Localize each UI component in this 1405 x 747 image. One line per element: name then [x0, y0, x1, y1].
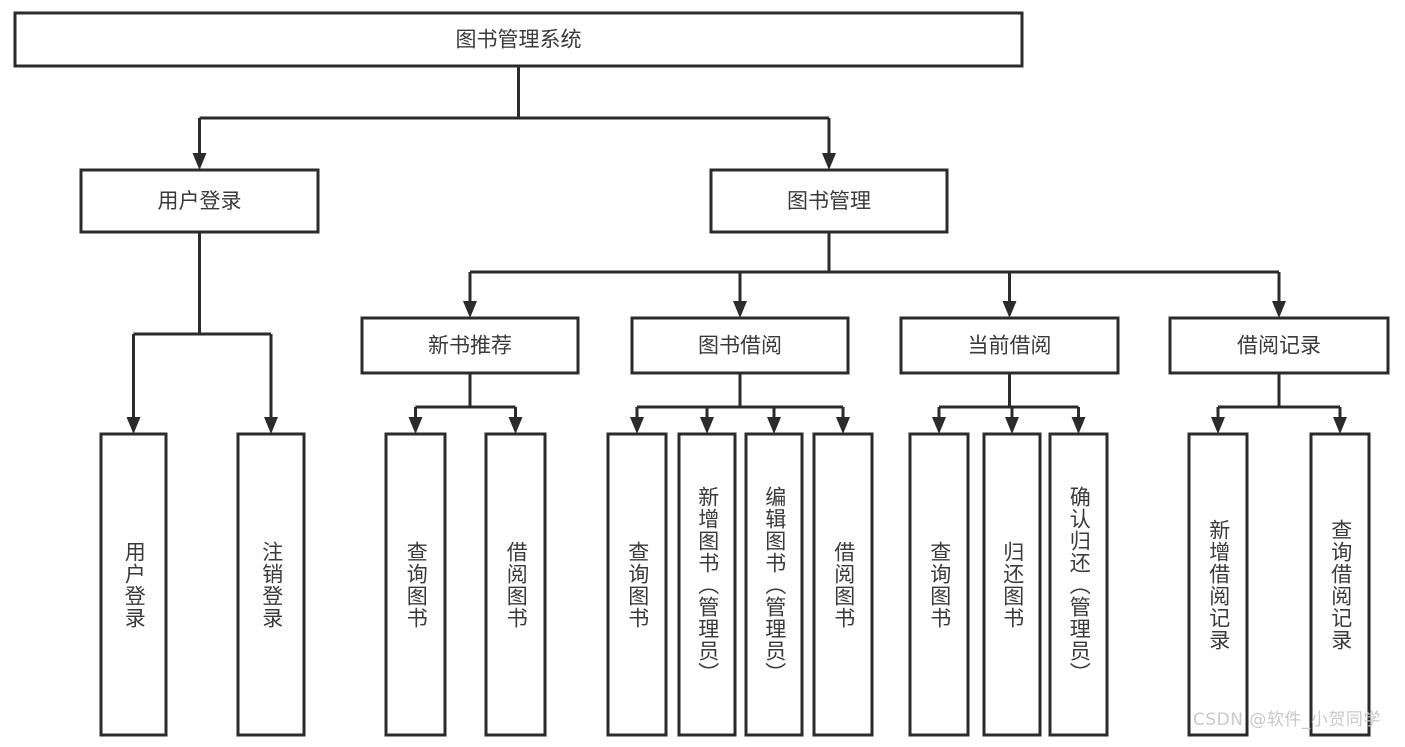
arrow-head-icon	[700, 417, 714, 434]
arrow-head-icon	[630, 417, 644, 434]
edges-layer	[126, 66, 1347, 434]
node-图书管理[interactable]: 图书管理	[709, 168, 949, 234]
leaf-10[interactable]	[1048, 432, 1109, 737]
node-label: 当前借阅	[968, 334, 1052, 358]
arrow-head-icon	[463, 301, 477, 318]
node-label: 图书管理	[787, 189, 871, 213]
leaf-0[interactable]	[99, 432, 168, 737]
arrow-head-icon	[822, 153, 836, 170]
arrow-head-icon	[1333, 417, 1347, 434]
leaf-3[interactable]	[484, 432, 547, 737]
leaf-7[interactable]	[812, 432, 874, 737]
leaf-5[interactable]	[677, 432, 737, 737]
arrow-head-icon	[1002, 301, 1017, 318]
arrow-head-icon	[408, 417, 423, 434]
node-label: 图书借阅	[698, 334, 782, 358]
arrow-head-icon	[264, 417, 278, 434]
node-图书管理系统[interactable]: 图书管理系统	[13, 11, 1024, 68]
node-label: 新书推荐	[428, 334, 512, 358]
node-label: 借阅记录	[1237, 334, 1321, 358]
arrow-head-icon	[1005, 417, 1019, 434]
csdn-watermark: CSDN @软件_小贺同学	[1193, 710, 1381, 730]
leaf-12[interactable]	[1309, 432, 1371, 737]
arrow-head-icon	[126, 417, 141, 434]
leaf-2[interactable]	[384, 432, 447, 737]
node-当前借阅[interactable]: 当前借阅	[899, 316, 1120, 375]
leaf-8[interactable]	[908, 432, 970, 737]
node-新书推荐[interactable]: 新书推荐	[360, 316, 580, 375]
arrow-head-icon	[1071, 417, 1086, 434]
arrow-head-icon	[192, 153, 207, 170]
leaf-6[interactable]	[744, 432, 804, 737]
leaf-4[interactable]	[606, 432, 668, 737]
leaf-1[interactable]	[236, 432, 306, 737]
node-用户登录[interactable]: 用户登录	[79, 168, 320, 234]
arrow-head-icon	[508, 417, 523, 434]
node-label: 图书管理系统	[456, 28, 582, 52]
arrow-head-icon	[1272, 301, 1286, 318]
arrow-head-icon	[767, 417, 781, 434]
node-label: 用户登录	[158, 189, 242, 213]
arrow-head-icon	[932, 417, 946, 434]
node-借阅记录[interactable]: 借阅记录	[1168, 316, 1390, 375]
leaf-9[interactable]	[982, 432, 1042, 737]
node-图书借阅[interactable]: 图书借阅	[630, 316, 850, 375]
leaf-11[interactable]	[1187, 432, 1249, 737]
arrow-head-icon	[733, 301, 747, 318]
arrow-head-icon	[1211, 417, 1225, 434]
arrow-head-icon	[836, 417, 850, 434]
